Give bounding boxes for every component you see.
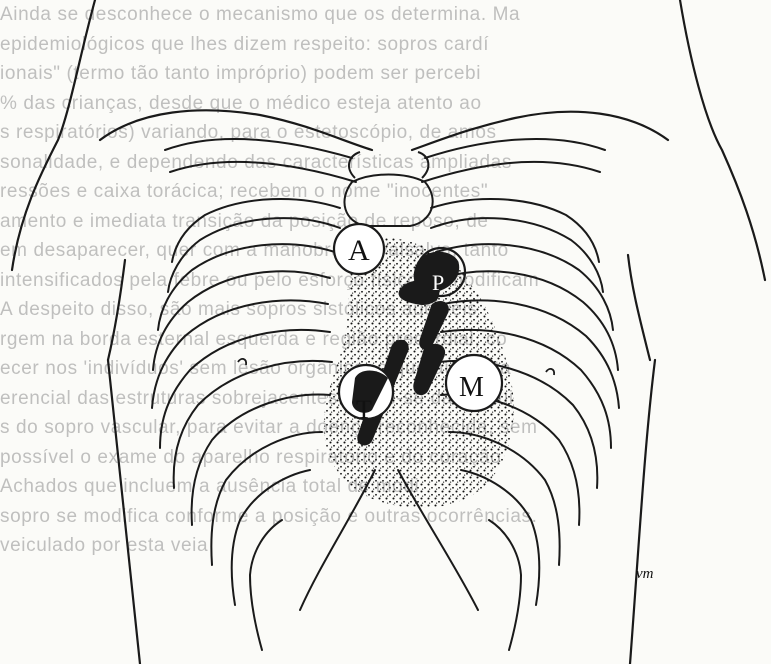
rib-left xyxy=(152,300,328,408)
neck-left xyxy=(12,0,95,270)
rib-left xyxy=(160,330,330,448)
neck-right xyxy=(680,0,765,280)
clavicle-left-lower xyxy=(170,162,356,182)
rib-left xyxy=(192,395,330,525)
nipple-left xyxy=(238,359,246,365)
rib-left xyxy=(250,520,282,650)
label-tricuspid: T xyxy=(356,395,372,424)
armpit-right xyxy=(628,255,650,360)
rib-right xyxy=(489,520,521,650)
clavicle-right-upper xyxy=(425,139,605,158)
armpit-left xyxy=(108,260,125,360)
rib-left xyxy=(211,432,322,565)
flank-left xyxy=(108,360,140,664)
sternal-top-notch-right xyxy=(418,152,428,178)
rib-left xyxy=(158,244,335,330)
rib-left xyxy=(172,199,340,262)
rib-left xyxy=(168,218,340,292)
sternal-top-notch-left xyxy=(349,152,360,178)
label-mitral: M xyxy=(459,372,484,403)
label-annotation-vm: vm xyxy=(636,566,654,582)
collar-right xyxy=(412,112,668,150)
nipple-right xyxy=(546,369,554,375)
flank-right xyxy=(630,360,655,664)
label-pulmonary: P xyxy=(432,270,444,295)
sternum xyxy=(344,152,432,226)
clavicle-left-upper xyxy=(165,139,352,158)
clavicle-right-lower xyxy=(422,162,600,182)
rib-left xyxy=(153,271,330,370)
rib-left xyxy=(232,470,310,605)
ribs-left xyxy=(152,199,340,650)
manubrium xyxy=(344,175,432,227)
collar-left xyxy=(100,110,372,150)
label-aortic: A xyxy=(348,234,370,267)
